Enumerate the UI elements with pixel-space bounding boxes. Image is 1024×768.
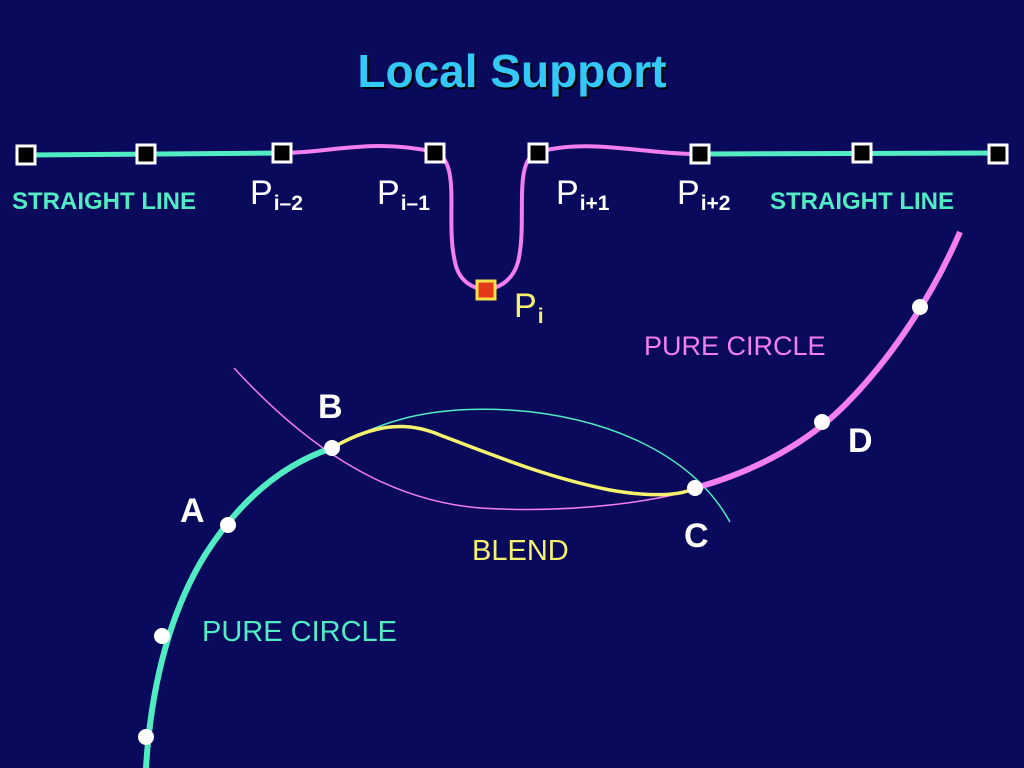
point-d-dot bbox=[814, 414, 830, 430]
control-point-pi-marker bbox=[475, 279, 497, 301]
control-point-marker bbox=[135, 143, 157, 165]
point-subscript: i bbox=[537, 305, 544, 328]
local-bump-curve bbox=[281, 144, 701, 291]
pure-circle-label-pink: PURE CIRCLE bbox=[644, 331, 826, 361]
cyan-pure-circle-arc bbox=[143, 445, 333, 768]
pink-pure-circle-arc bbox=[694, 230, 963, 491]
blend-curve bbox=[331, 424, 696, 497]
control-point-label-im1: Pi–1 bbox=[377, 174, 430, 216]
control-point-label-ip2: Pi+2 bbox=[677, 174, 730, 216]
blend-label: BLEND bbox=[472, 535, 569, 567]
control-point-label-i: Pi bbox=[514, 287, 544, 329]
control-point-marker bbox=[851, 142, 873, 164]
point-c-label: C bbox=[684, 517, 709, 555]
control-point-label-im2: Pi–2 bbox=[250, 174, 303, 216]
point-subscript: i–2 bbox=[273, 192, 303, 215]
point-base: P bbox=[556, 174, 579, 212]
cyan-circle-extension bbox=[331, 408, 731, 523]
circle-dot bbox=[138, 729, 154, 745]
point-base: P bbox=[250, 174, 273, 212]
point-base: P bbox=[377, 174, 400, 212]
control-point-label-ip1: Pi+1 bbox=[556, 174, 609, 216]
point-subscript: i–1 bbox=[400, 192, 430, 215]
page-title: Local Support bbox=[357, 45, 667, 97]
point-a-label: A bbox=[180, 492, 205, 530]
control-point-marker bbox=[987, 143, 1009, 165]
point-base: P bbox=[514, 287, 537, 325]
point-subscript: i+1 bbox=[579, 192, 610, 215]
point-b-dot bbox=[324, 440, 340, 456]
control-point-marker bbox=[271, 142, 293, 164]
straight-line-label-left: STRAIGHT LINE bbox=[12, 188, 196, 215]
straight-line-label-right: STRAIGHT LINE bbox=[770, 188, 954, 215]
point-a-dot bbox=[220, 517, 236, 533]
circle-dot bbox=[154, 628, 170, 644]
control-point-marker bbox=[527, 142, 549, 164]
pink-circle-extension bbox=[233, 367, 701, 511]
point-base: P bbox=[677, 174, 700, 212]
point-d-label: D bbox=[848, 422, 873, 460]
circle-dot bbox=[912, 299, 928, 315]
point-b-label: B bbox=[318, 388, 343, 426]
point-c-dot bbox=[687, 480, 703, 496]
control-point-marker bbox=[689, 143, 711, 165]
control-point-marker bbox=[424, 142, 446, 164]
point-subscript: i+2 bbox=[700, 192, 731, 215]
pure-circle-label-cyan: PURE CIRCLE bbox=[202, 616, 397, 648]
straight-segment-right bbox=[699, 150, 999, 157]
control-point-marker bbox=[15, 144, 37, 166]
